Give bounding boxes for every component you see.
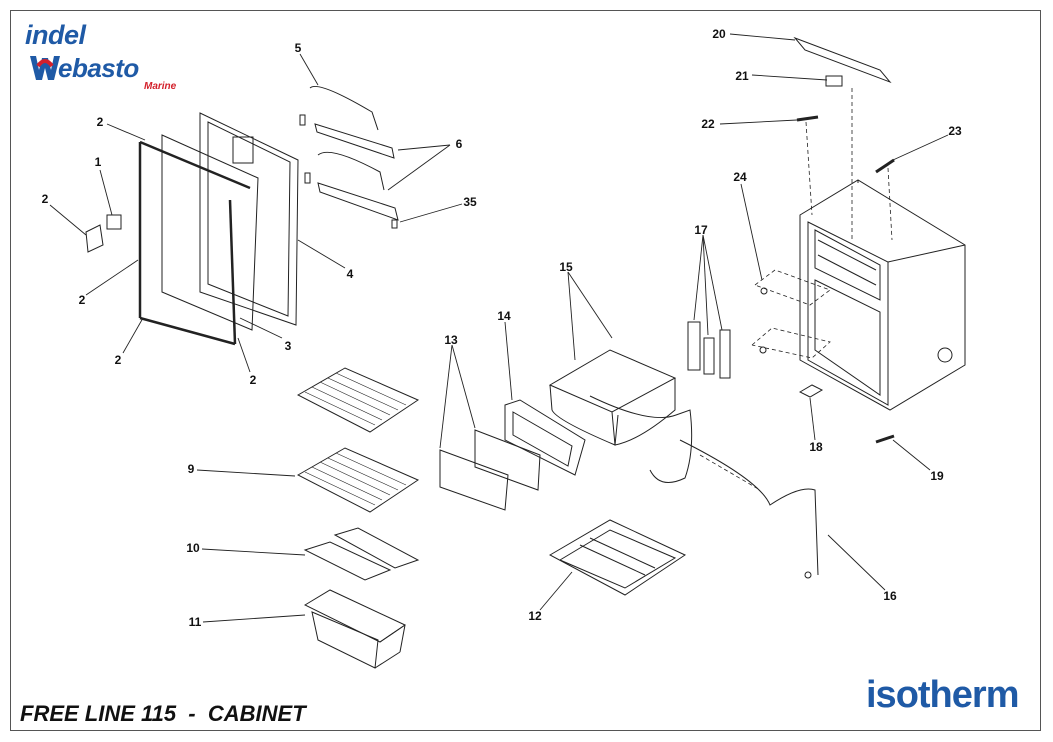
callout-2-b: 2 xyxy=(41,192,49,206)
callout-19: 19 xyxy=(930,469,944,483)
callout-2-c: 2 xyxy=(78,293,86,307)
callout-9: 9 xyxy=(187,462,195,476)
callout-11: 11 xyxy=(188,615,202,629)
evaporator-frame xyxy=(504,399,586,476)
isotherm-logo-text: isotherm xyxy=(866,674,1019,716)
crisper-box xyxy=(303,589,407,669)
hinge-pin-right xyxy=(875,158,895,174)
callout-16: 16 xyxy=(883,589,897,603)
callout-18: 18 xyxy=(809,440,823,454)
callout-6: 6 xyxy=(455,137,463,151)
webasto-logo-text: ebasto xyxy=(58,53,139,83)
cabinet-body xyxy=(799,179,966,411)
screw-upper xyxy=(760,287,768,295)
refrigerant-pipe xyxy=(679,439,819,576)
callout-20: 20 xyxy=(712,27,726,41)
door-inner-panel xyxy=(161,134,259,331)
callout-2-e: 2 xyxy=(249,373,257,387)
callout-21: 21 xyxy=(735,69,749,83)
indel-logo-text: indel xyxy=(25,20,86,50)
hinge-bottom xyxy=(798,384,824,398)
callout-24: 24 xyxy=(733,170,747,184)
callout-17: 17 xyxy=(694,223,708,237)
callout-2-a: 2 xyxy=(96,115,104,129)
hinge-pin-top xyxy=(796,115,819,122)
callout-4: 4 xyxy=(346,267,354,281)
glass-shelves xyxy=(303,527,420,581)
screw-lower xyxy=(759,346,767,354)
drip-tray xyxy=(548,519,687,596)
door-gaskets xyxy=(138,140,251,346)
hinge-block xyxy=(106,214,122,230)
lock-clip xyxy=(825,75,843,87)
foot xyxy=(875,434,895,444)
wire-shelves xyxy=(296,367,420,513)
callout-14: 14 xyxy=(497,309,511,323)
leader-lines xyxy=(49,33,949,623)
webasto-w-logo-icon xyxy=(30,56,60,80)
callout-2-d: 2 xyxy=(114,353,122,367)
pipe-end xyxy=(804,571,812,579)
callout-35: 35 xyxy=(463,195,477,209)
callout-23: 23 xyxy=(948,124,962,138)
callout-3: 3 xyxy=(284,339,292,353)
evaporator-box xyxy=(548,349,693,483)
callout-12: 12 xyxy=(528,609,542,623)
drawing-frame xyxy=(10,10,1041,731)
evaporator-panel-a xyxy=(439,449,509,511)
callout-10: 10 xyxy=(186,541,200,555)
control-parts xyxy=(687,321,731,379)
assembly-dashes xyxy=(699,88,893,491)
callout-13: 13 xyxy=(444,333,458,347)
page-title: FREE LINE 115 - CABINET xyxy=(20,701,306,726)
callout-5: 5 xyxy=(294,41,302,55)
door-shelves xyxy=(299,85,399,229)
door-frame xyxy=(199,112,299,326)
callout-15: 15 xyxy=(559,260,573,274)
callout-22: 22 xyxy=(701,117,715,131)
callout-1: 1 xyxy=(94,155,102,169)
hinge-cover xyxy=(85,224,104,253)
marine-logo-text: Marine xyxy=(144,81,177,92)
top-trim xyxy=(793,36,892,84)
